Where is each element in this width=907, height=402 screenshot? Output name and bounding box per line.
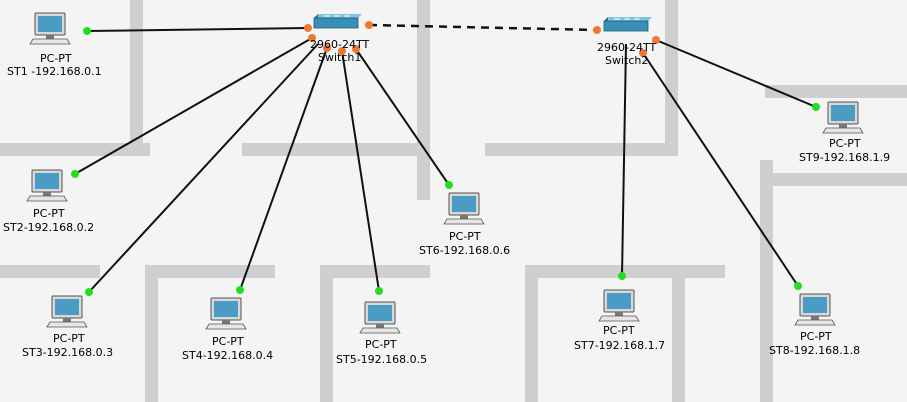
link-light-pending	[365, 21, 373, 29]
pc-st2[interactable]: PC-PT ST2-192.168.0.2	[3, 169, 94, 234]
switch-2[interactable]: 2960-24TT Switch2	[597, 17, 656, 67]
cable-sw1-pc6[interactable]	[355, 48, 450, 186]
pc-name-label: ST4-192.168.0.4	[182, 349, 273, 362]
link-light-pending	[308, 34, 316, 42]
link-light-pending	[304, 24, 312, 32]
cable-sw1-pc1[interactable]	[86, 27, 309, 32]
link-lights	[71, 21, 820, 296]
link-light-pending	[352, 45, 360, 53]
pc-name-label: ST3-192.168.0.3	[22, 346, 113, 359]
link-light-up	[618, 272, 626, 280]
link-light-up	[794, 282, 802, 290]
pc-st7[interactable]: PC-PT ST7-192.168.1.7	[574, 289, 665, 352]
pc-name-label: ST6-192.168.0.6	[419, 244, 510, 257]
switch-2960-icon	[313, 14, 362, 29]
switch-name-label: Switch2	[605, 54, 648, 67]
link-light-pending	[338, 47, 346, 55]
pc-name-label: ST8-192.168.1.8	[769, 344, 860, 357]
switch-name-label: Switch1	[318, 51, 361, 64]
link-light-up	[812, 103, 820, 111]
cable-sw2-pc7[interactable]	[621, 43, 627, 277]
pc-type-label: PC-PT	[800, 330, 832, 343]
pc-type-label: PC-PT	[33, 207, 65, 220]
pc-pt-icon	[359, 301, 401, 334]
link-light-up	[83, 27, 91, 35]
cable-sw2-pc9[interactable]	[655, 39, 817, 108]
pc-st9[interactable]: PC-PT ST9-192.168.1.9	[799, 101, 890, 164]
link-light-pending	[593, 26, 601, 34]
link-light-pending	[323, 44, 331, 52]
pc-pt-icon	[205, 297, 247, 330]
pc-name-label: ST1 -192.168.0.1	[7, 65, 102, 78]
pc-type-label: PC-PT	[40, 52, 72, 65]
link-light-up	[85, 288, 93, 296]
pc-st3[interactable]: PC-PT ST3-192.168.0.3	[22, 295, 113, 359]
cable-sw1-pc4[interactable]	[239, 47, 328, 291]
pc-pt-icon	[26, 169, 68, 202]
link-light-up	[375, 287, 383, 295]
link-light-up	[71, 170, 79, 178]
pc-st1[interactable]: PC-PT ST1 -192.168.0.1	[7, 12, 102, 78]
pc-type-label: PC-PT	[53, 332, 85, 345]
cable-sw1-pc2[interactable]	[74, 37, 313, 175]
link-light-pending	[652, 36, 660, 44]
pc-name-label: ST7-192.168.1.7	[574, 339, 665, 352]
switch-model-label: 2960-24TT	[597, 41, 656, 54]
pc-type-label: PC-PT	[603, 324, 635, 337]
link-light-up	[445, 181, 453, 189]
pc-pt-icon	[29, 12, 71, 45]
switch-2960-icon	[603, 17, 652, 32]
switch-model-label: 2960-24TT	[310, 38, 369, 51]
cable-sw1-sw2[interactable]	[368, 23, 598, 32]
pc-st6[interactable]: PC-PT ST6-192.168.0.6	[419, 192, 510, 257]
pc-pt-icon	[794, 293, 836, 326]
link-light-pending	[639, 49, 647, 57]
pc-st5[interactable]: PC-PT ST5-192.168.0.5	[336, 301, 427, 366]
cable-sw2-pc8[interactable]	[642, 52, 799, 287]
pc-type-label: PC-PT	[212, 335, 244, 348]
cable-sw1-pc5[interactable]	[341, 50, 380, 292]
pc-st4[interactable]: PC-PT ST4-192.168.0.4	[182, 297, 273, 362]
pc-pt-icon	[443, 192, 485, 225]
pc-name-label: ST5-192.168.0.5	[336, 353, 427, 366]
pc-pt-icon	[822, 101, 864, 134]
pc-pt-icon	[598, 289, 640, 322]
link-light-up	[236, 286, 244, 294]
cable-sw1-pc3[interactable]	[88, 43, 319, 293]
pc-type-label: PC-PT	[449, 230, 481, 243]
pc-name-label: ST9-192.168.1.9	[799, 151, 890, 164]
pc-st8[interactable]: PC-PT ST8-192.168.1.8	[769, 293, 860, 357]
cable-layer	[74, 23, 817, 293]
pc-pt-icon	[46, 295, 88, 328]
pc-name-label: ST2-192.168.0.2	[3, 221, 94, 234]
switch-1[interactable]: 2960-24TT Switch1	[310, 14, 369, 64]
pc-type-label: PC-PT	[829, 137, 861, 150]
pc-type-label: PC-PT	[365, 338, 397, 351]
